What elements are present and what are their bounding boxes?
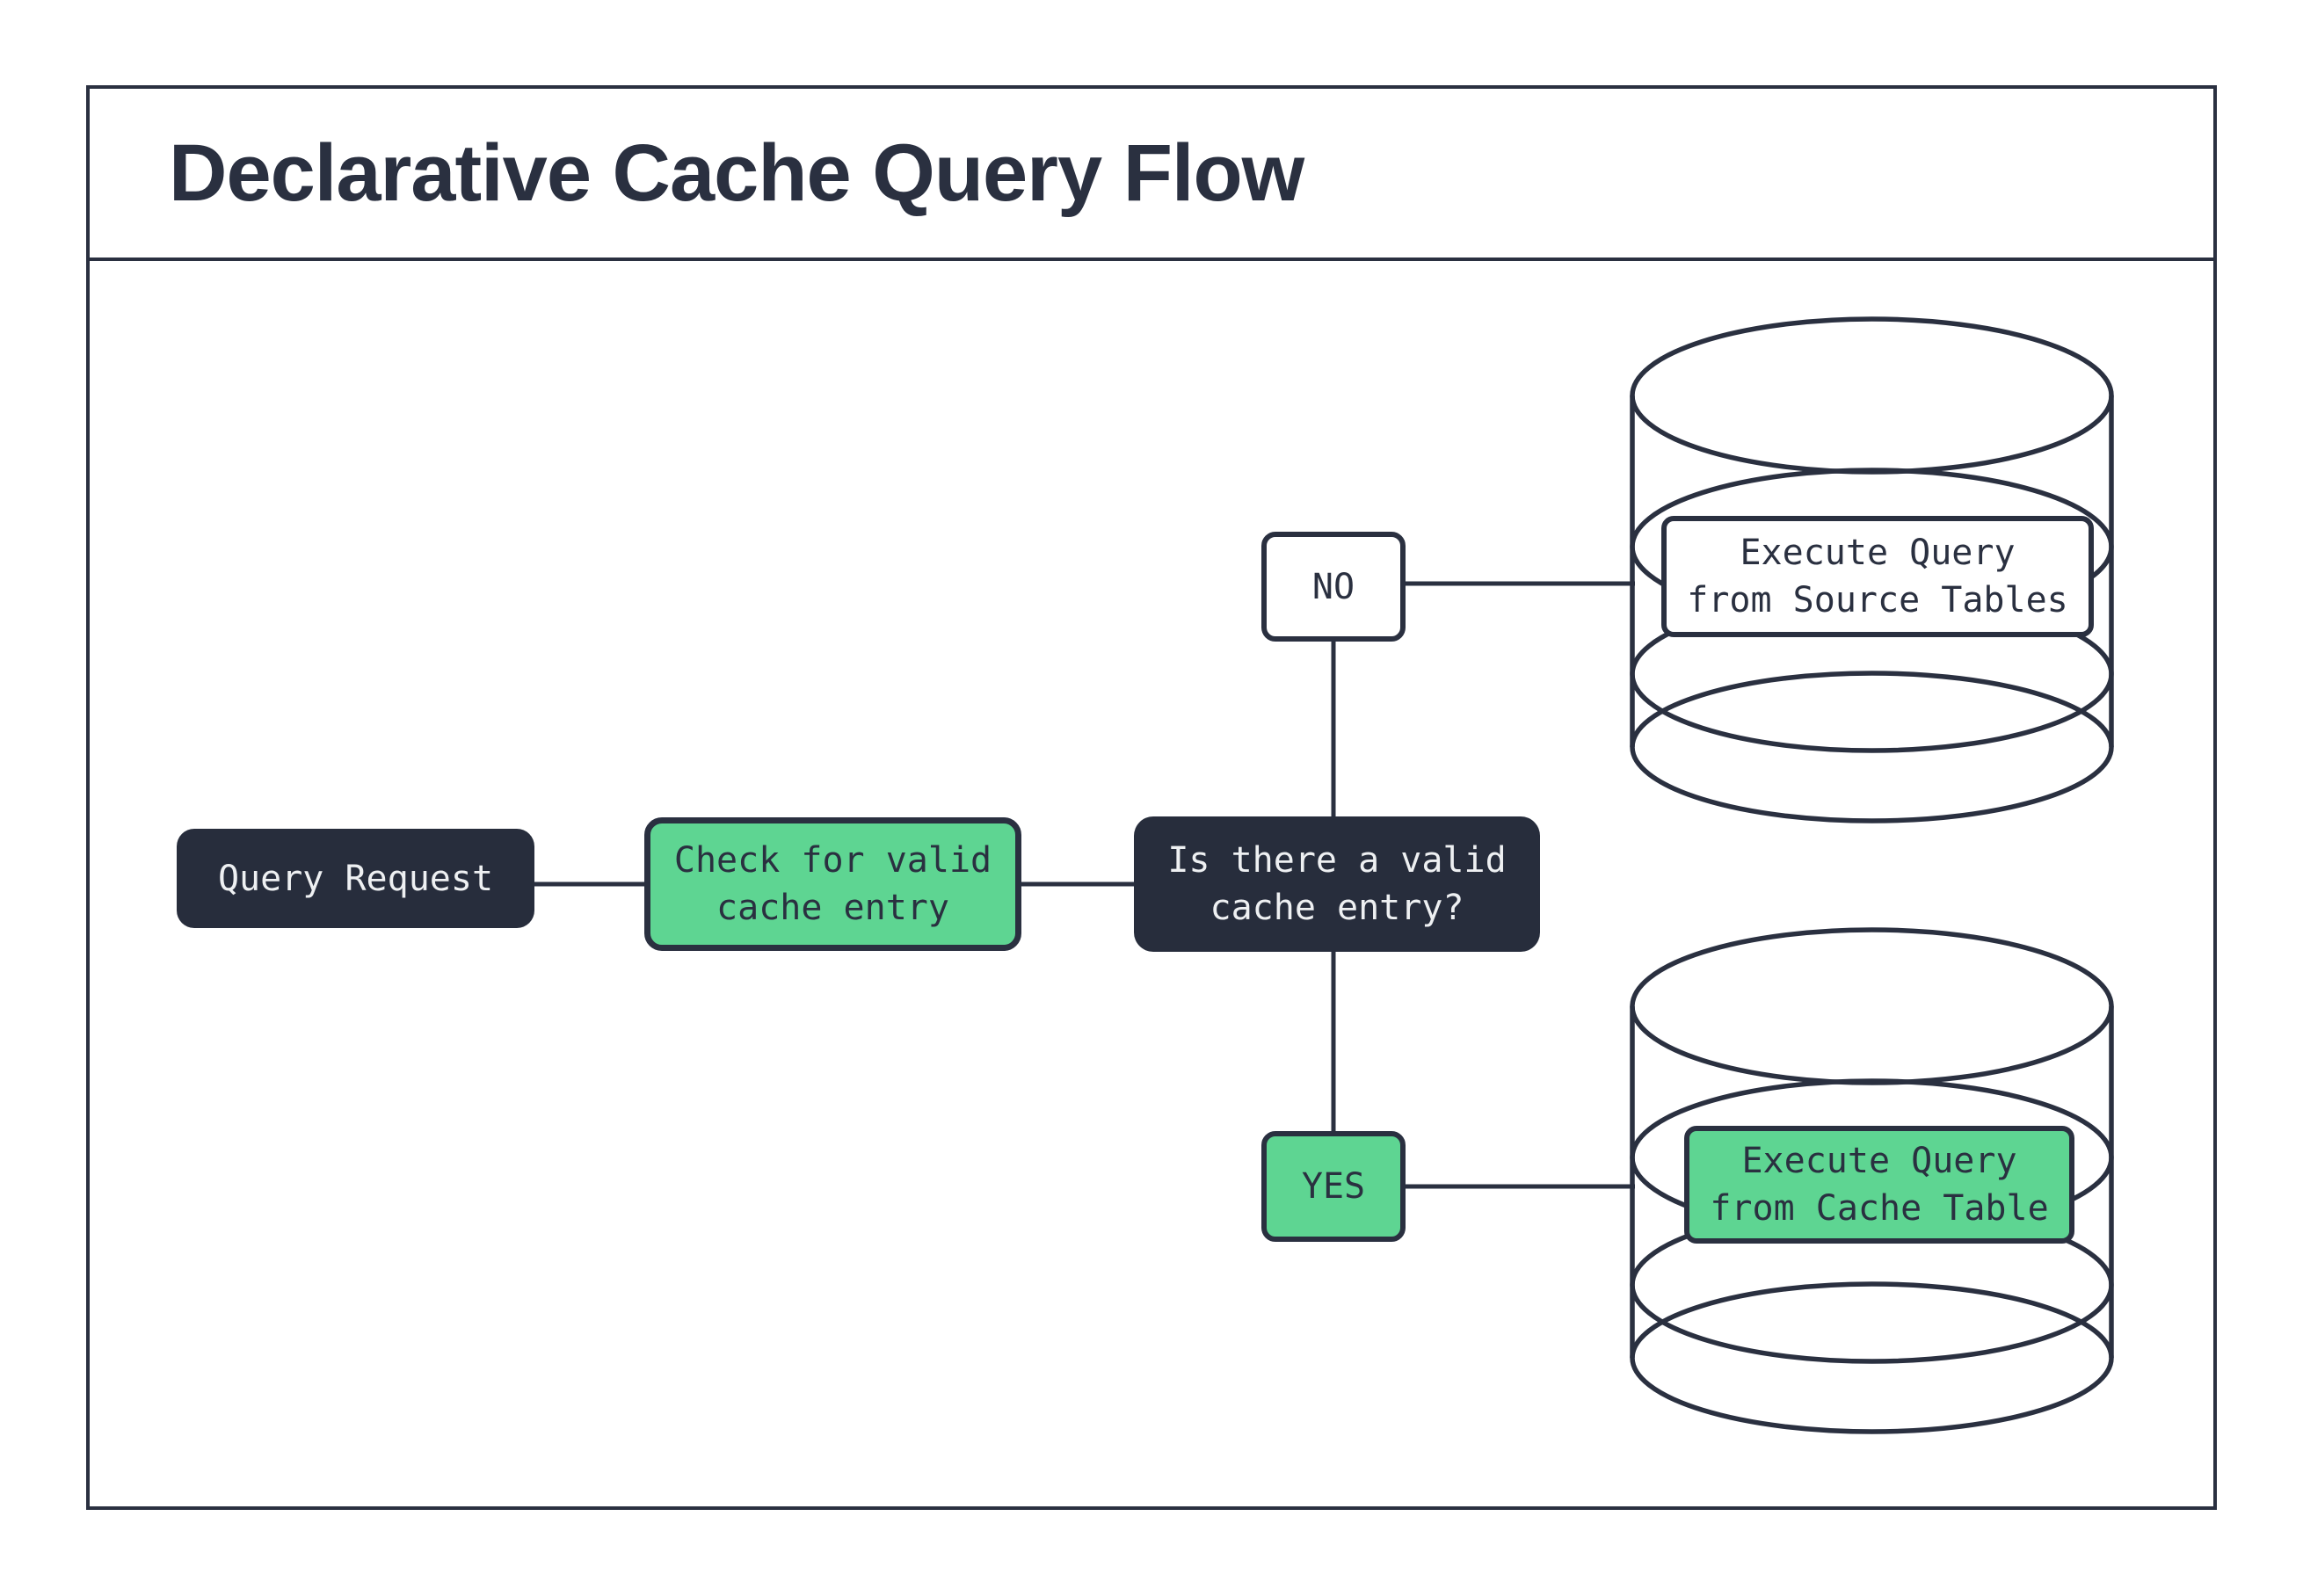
page-title: Declarative Cache Query Flow xyxy=(169,127,1304,218)
no-branch-node: NO xyxy=(1261,532,1406,642)
query-request-node: Query Request xyxy=(177,829,534,928)
yes-branch-node: YES xyxy=(1261,1131,1406,1242)
decision-node: Is there a valid cache entry? xyxy=(1134,816,1540,952)
title-band: Declarative Cache Query Flow xyxy=(90,89,2213,261)
no-branch-label: NO xyxy=(1311,566,1355,607)
query-request-label: Query Request xyxy=(217,858,494,899)
check-cache-label: Check for valid cache entry xyxy=(673,840,992,928)
diagram-frame: Declarative Cache Query Flow xyxy=(86,85,2217,1510)
decision-label: Is there a valid cache entry? xyxy=(1167,840,1507,928)
execute-source-tables-node: Execute Query from Source Tables xyxy=(1661,516,2094,637)
execute-source-tables-label: Execute Query from Source Tables xyxy=(1687,533,2068,620)
yes-branch-label: YES xyxy=(1301,1166,1366,1207)
execute-cache-table-label: Execute Query from Cache Table xyxy=(1710,1141,2049,1229)
execute-cache-table-node: Execute Query from Cache Table xyxy=(1684,1126,2074,1244)
check-cache-node: Check for valid cache entry xyxy=(644,817,1021,951)
